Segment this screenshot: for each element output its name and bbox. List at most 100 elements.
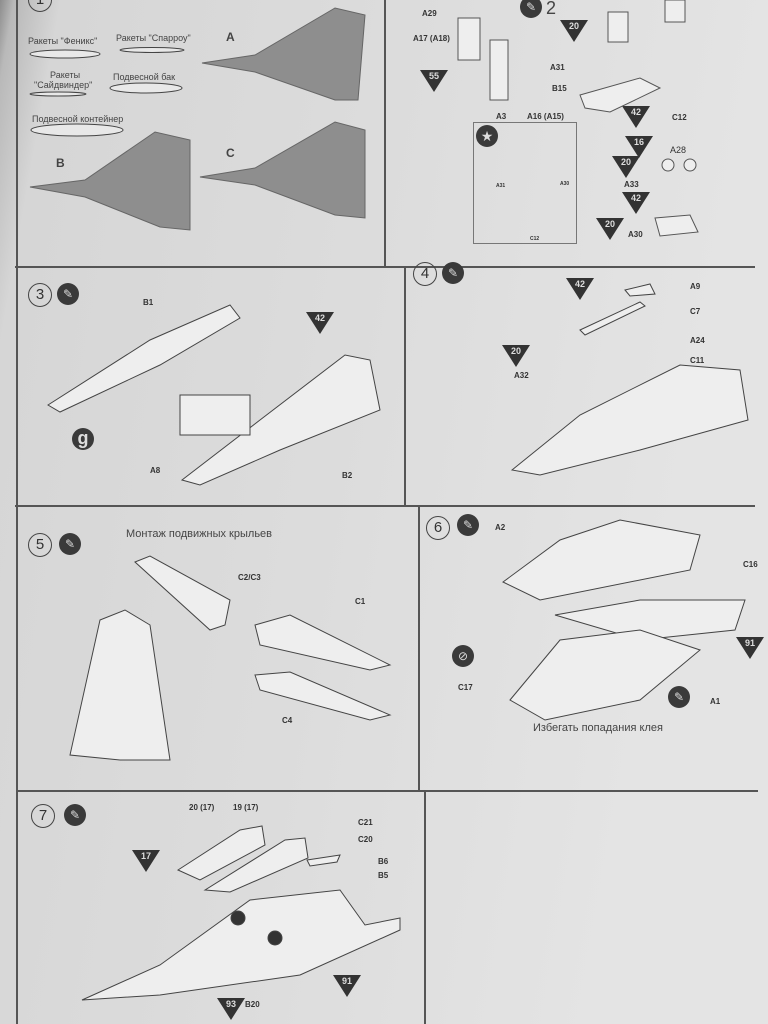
part-label: A16 (A15) xyxy=(527,112,564,121)
part-label: A28 xyxy=(670,145,687,155)
part-label: A8 xyxy=(150,466,161,475)
label-phoenix: Ракеты "Феникс" xyxy=(28,36,98,46)
paint-code: 42 xyxy=(306,312,334,334)
divider-horizontal-2 xyxy=(15,505,755,507)
label-drop-tank: Подвесной бак xyxy=(113,72,176,82)
seat xyxy=(607,11,629,43)
paint-code: 93 xyxy=(217,998,245,1020)
wing-c4 xyxy=(254,671,392,721)
part-a30 xyxy=(654,214,699,237)
part-label: C11 xyxy=(690,356,705,365)
part-label: C20 xyxy=(358,835,373,844)
wing-c2-c3 xyxy=(134,555,231,631)
decal-placement-box: ★ A31 A30 C12 xyxy=(473,122,577,244)
seat xyxy=(489,39,509,101)
divider-horizontal-3 xyxy=(18,790,758,792)
part-label: B5 xyxy=(378,871,389,880)
wheel-b20 xyxy=(267,930,283,946)
exhaust-c21 xyxy=(176,825,266,881)
paint-code: 16 xyxy=(625,136,653,158)
glue-icon: ✎ xyxy=(520,0,542,18)
canopy-part xyxy=(624,283,656,297)
variant-a: A xyxy=(226,30,235,44)
part-label: B1 xyxy=(143,298,154,307)
lower-fuselage-a1 xyxy=(509,629,702,721)
variant-b: B xyxy=(56,156,65,170)
wing-mechanism-body xyxy=(69,609,171,761)
glue-icon: ✎ xyxy=(64,804,86,826)
left-border xyxy=(16,0,18,1024)
part-label: A3 xyxy=(496,112,507,121)
seat xyxy=(457,17,481,61)
part-label: C12 xyxy=(672,113,687,122)
part-label: C2/C3 xyxy=(238,573,261,582)
upper-fuselage-a2 xyxy=(502,519,701,601)
aircraft-b xyxy=(29,131,191,231)
part-label: B6 xyxy=(378,857,389,866)
divider-vertical-row3 xyxy=(418,505,420,790)
part-b6 xyxy=(306,854,341,867)
label-sidewinder-2: "Сайдвиндер" xyxy=(34,80,93,90)
fuselage-half-b2 xyxy=(180,354,381,486)
part-label: A9 xyxy=(690,282,701,291)
part-label: A2 xyxy=(495,523,506,532)
glue-icon: ✎ xyxy=(668,686,690,708)
part-label: 20 (17) xyxy=(189,803,215,812)
decal-part-a30: A30 xyxy=(560,181,570,187)
no-glue-icon: ⊘ xyxy=(452,645,474,667)
phoenix-missile xyxy=(29,49,101,59)
sidewinder-missile xyxy=(29,91,87,97)
divider-vertical-row4 xyxy=(424,790,426,1024)
part-label: C4 xyxy=(282,716,293,725)
part-c7 xyxy=(579,301,646,336)
decal-part-a31: A31 xyxy=(496,183,506,189)
glue-icon: ✎ xyxy=(442,262,464,284)
wheel-b20 xyxy=(230,910,246,926)
paint-code: 91 xyxy=(333,975,361,997)
part-label: C1 xyxy=(355,597,366,606)
star-icon: ★ xyxy=(476,125,498,147)
part-label: A33 xyxy=(624,180,639,189)
paint-code: 17 xyxy=(132,850,160,872)
label-sparrow: Ракеты "Спарроу" xyxy=(116,33,191,43)
part-label: A17 (A18) xyxy=(413,34,450,43)
step-number: 5 xyxy=(28,533,52,557)
decal-part-c12: C12 xyxy=(530,236,540,242)
marker-g: g xyxy=(72,428,94,450)
fuselage-assembled xyxy=(81,889,401,1001)
aircraft-c xyxy=(199,121,366,219)
part-label: 19 (17) xyxy=(233,803,259,812)
fuselage-half-b1 xyxy=(47,304,241,413)
paint-code: 20 xyxy=(612,156,640,178)
part-label: A24 xyxy=(690,336,705,345)
step-number: 2 xyxy=(546,0,557,18)
part-label: C7 xyxy=(690,307,701,316)
drop-tank xyxy=(109,82,183,94)
variant-c: C xyxy=(226,146,235,160)
label-sidewinder-1: Ракеты xyxy=(50,70,81,80)
part-label: A1 xyxy=(710,697,721,706)
cockpit-tub xyxy=(179,394,251,436)
paint-code: 20 xyxy=(560,20,588,42)
part-label: B20 xyxy=(245,1000,260,1009)
step-number: 3 xyxy=(28,283,52,307)
part-label: B2 xyxy=(342,471,353,480)
part-label: C16 xyxy=(743,560,758,569)
step-number: 4 xyxy=(413,262,437,286)
forward-fuselage xyxy=(510,364,749,476)
sparrow-missile xyxy=(119,47,185,53)
part-label: C21 xyxy=(358,818,373,827)
wing-c1 xyxy=(254,614,392,671)
seat xyxy=(664,0,686,23)
paint-code: 42 xyxy=(622,192,650,214)
pod xyxy=(30,123,124,137)
part-label: A30 xyxy=(628,230,643,239)
label-pod: Подвесной контейнер xyxy=(32,114,124,124)
paint-code: 20 xyxy=(596,218,624,240)
paint-code: 42 xyxy=(566,278,594,300)
